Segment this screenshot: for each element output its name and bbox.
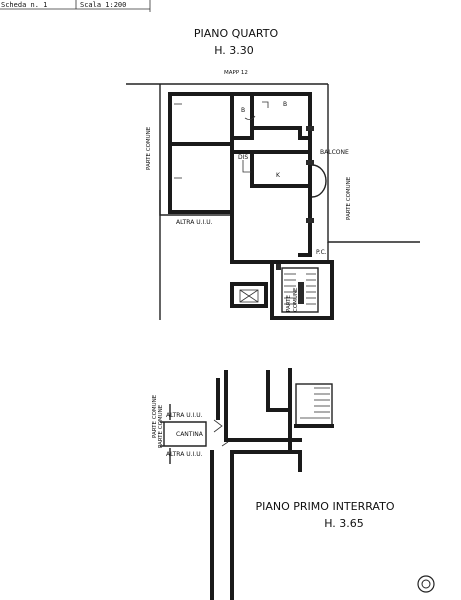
cantina-label: CANTINA: [176, 431, 204, 438]
room-k-label: K: [276, 172, 281, 179]
lower-parte-comune-2-label: PARTE COMUNE: [158, 404, 164, 448]
lower-floor-plan: ALTRA U.I.U. CANTINA ALTRA U.I.U. PARTE …: [152, 368, 334, 600]
scheda-label: Scheda n. 1: [1, 1, 47, 9]
room-b1-label: B: [241, 107, 245, 114]
upper-floor-plan: B B DIS K BALCONE PARTE COMUNE PARTE COM…: [126, 83, 420, 320]
lower-floor-height: H. 3.65: [324, 517, 364, 530]
lower-altra-uiu-top-label: ALTRA U.I.U.: [166, 412, 203, 419]
upper-floor-title: PIANO QUARTO: [194, 27, 279, 40]
lower-altra-uiu-bottom-label: ALTRA U.I.U.: [166, 451, 203, 458]
header-strip: Scheda n. 1 Scala 1:200: [0, 0, 151, 12]
mapp-label: MAPP 12: [224, 70, 248, 76]
parte-comune-right-label: PARTE COMUNE: [346, 176, 352, 220]
parte-comune-left-label: PARTE COMUNE: [146, 126, 152, 170]
altra-uiu-label: ALTRA U.I.U.: [176, 219, 213, 226]
balcone-label: BALCONE: [320, 149, 349, 156]
room-b2-label: B: [283, 101, 287, 108]
corner-logo: [417, 575, 435, 593]
lower-parte-comune-1-label: PARTE COMUNE: [152, 394, 158, 438]
scala-label: Scala 1:200: [80, 1, 126, 9]
upper-floor-height: H. 3.30: [214, 44, 254, 57]
pc-label: P.C.: [316, 249, 327, 256]
room-dis-label: DIS: [238, 154, 248, 161]
lower-floor-title: PIANO PRIMO INTERRATO: [256, 500, 395, 513]
parte-comune-stair-label: PARTECOMUNE: [286, 287, 299, 312]
